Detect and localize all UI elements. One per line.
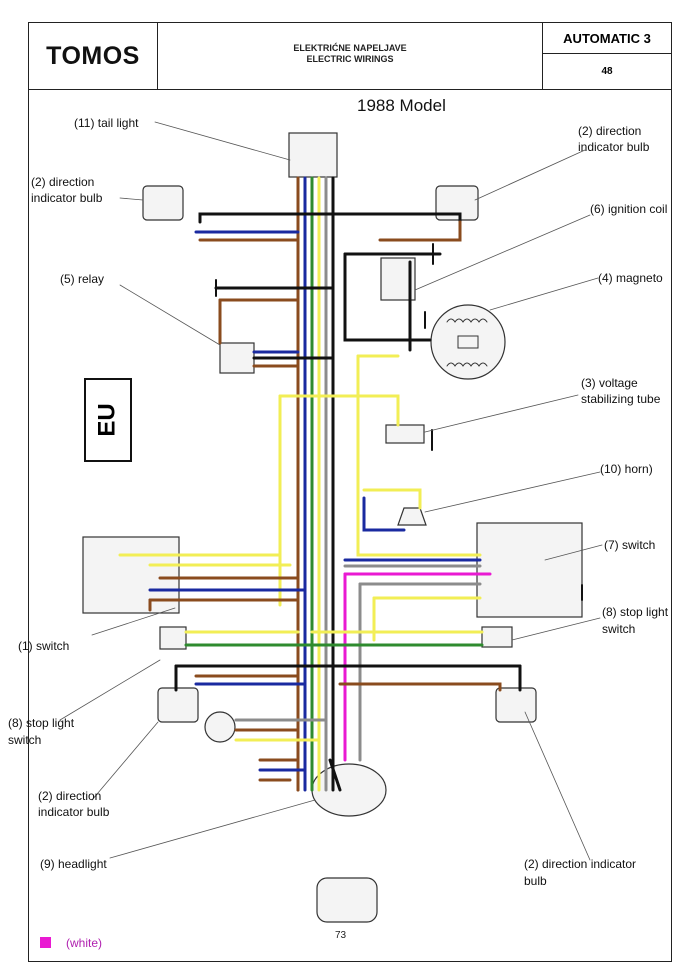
model-name: AUTOMATIC 3: [543, 23, 671, 54]
tail-light: [288, 132, 338, 178]
document-title: ELEKTRIĆNE NAPELJAVE ELECTRIC WIRINGS: [157, 43, 543, 65]
title-line-1: ELEKTRIĆNE NAPELJAVE: [293, 43, 407, 53]
region-box: EU: [84, 378, 132, 462]
switch-1: [82, 536, 180, 614]
dir-bulb-bottom-right: [495, 687, 537, 723]
label-dir-bulb-bottom-left-2: indicator bulb: [38, 805, 110, 819]
label-stop-light-left-1: (8) stop light: [8, 716, 75, 730]
label-dir-bulb-top-left-2: indicator bulb: [31, 191, 103, 205]
magneto: [430, 304, 506, 380]
title-line-2: ELECTRIC WIRINGS: [306, 54, 394, 64]
headlight: [311, 763, 387, 817]
voltage-stabilizing-tube: [385, 424, 425, 444]
label-dir-bulb-top-right-2: indicator bulb: [578, 140, 650, 154]
label-headlight: (9) headlight: [40, 857, 107, 871]
legend-text: (white): [66, 936, 103, 950]
label-dir-bulb-top-right-1: (2) direction: [578, 124, 642, 138]
leader-lines: [59, 121, 603, 861]
dir-bulb-top-right: [435, 185, 479, 221]
sheet-page-number: 48: [601, 65, 613, 77]
label-stop-light-right-1: (8) stop light: [602, 605, 669, 619]
drawing-sheet: TOMOS ELEKTRIĆNE NAPELJAVE ELECTRIC WIRI…: [28, 22, 672, 962]
label-horn: (10) horn): [600, 462, 653, 476]
model-year-heading: 1988 Model: [357, 96, 446, 115]
diagram-page-number: 73: [335, 930, 347, 941]
stop-light-switch-right: [481, 626, 513, 648]
headlight-detail: [316, 877, 378, 923]
model-cell: AUTOMATIC 3 48: [542, 23, 671, 89]
label-magneto: (4) magneto: [598, 271, 663, 285]
horn: [397, 507, 427, 526]
label-stop-light-right-2: switch: [602, 622, 636, 636]
brand-logo: TOMOS: [46, 41, 140, 70]
label-voltage-1: (3) voltage: [581, 376, 638, 390]
wires: [118, 176, 522, 792]
region-label: EU: [94, 403, 121, 437]
rear-light-socket: [204, 711, 236, 743]
label-dir-bulb-top-left-1: (2) direction: [31, 175, 95, 189]
stop-light-switch-left: [159, 626, 187, 650]
title-block: TOMOS ELEKTRIĆNE NAPELJAVE ELECTRIC WIRI…: [29, 23, 671, 90]
label-tail-light: (11) tail light: [74, 116, 139, 130]
magneto-coils: [446, 318, 488, 367]
dir-bulb-top-left: [142, 185, 184, 221]
label-ignition-coil: (6) ignition coil: [590, 202, 668, 216]
legend-swatch: [40, 937, 51, 948]
switch-7: [476, 522, 583, 618]
label-switch-7: (7) switch: [604, 538, 656, 552]
label-relay: (5) relay: [60, 272, 105, 286]
logo-cell: TOMOS: [29, 23, 158, 89]
label-dir-bulb-bottom-right-1: (2) direction indicator: [524, 857, 637, 871]
ground-symbols: [215, 243, 583, 601]
relay: [219, 342, 255, 374]
label-stop-light-left-2: switch: [8, 733, 42, 747]
label-voltage-2: stabilizing tube: [581, 392, 661, 406]
label-dir-bulb-bottom-left-1: (2) direction: [38, 789, 102, 803]
label-switch-1: (1) switch: [18, 639, 70, 653]
dir-bulb-bottom-left: [157, 687, 199, 723]
label-dir-bulb-bottom-right-2: bulb: [524, 874, 547, 888]
